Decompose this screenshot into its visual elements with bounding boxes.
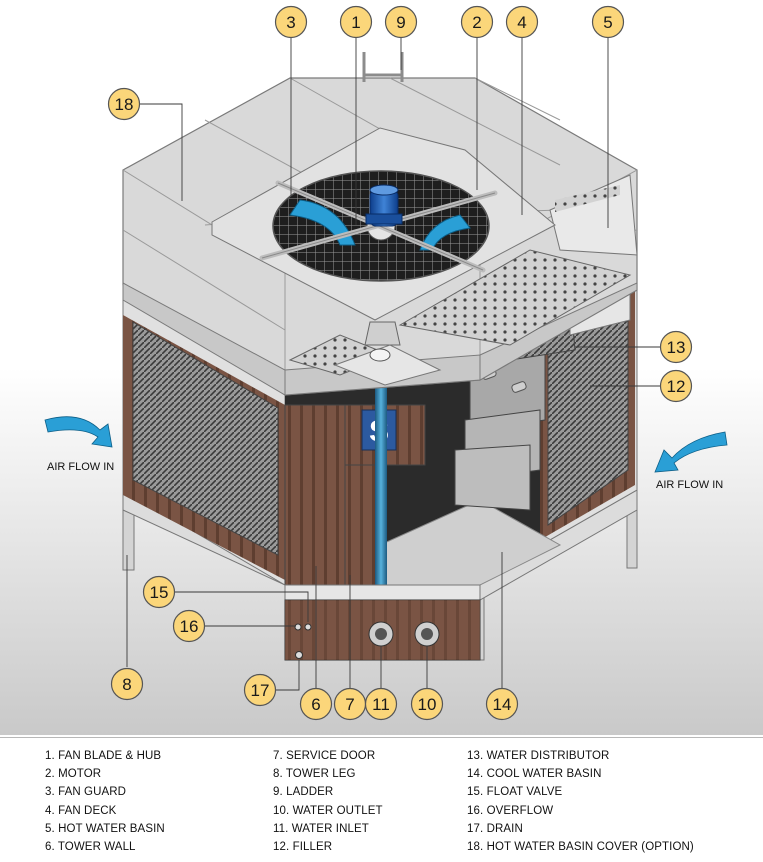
overflow-port [294,623,302,631]
service-door [344,464,381,586]
svg-text:15: 15 [150,583,169,602]
legend-item: 16. OVERFLOW [467,804,554,817]
svg-text:16: 16 [180,617,199,636]
callout-14: 14 [485,687,519,721]
svg-text:10: 10 [418,695,437,714]
drain-port [295,651,303,659]
motor [365,184,403,227]
callout-17: 17 [243,673,277,707]
callout-1: 1 [339,5,373,39]
water-outlet [414,621,440,647]
legend-item: 2. MOTOR [45,768,102,781]
airflow-arrow-right [654,431,728,473]
fan-shaft [375,365,387,585]
callout-9: 9 [384,5,418,39]
legend-item: 3. FAN GUARD [45,786,127,799]
legend-item: 10. WATER OUTLET [273,804,383,817]
airflow-label-right: AIR FLOW IN [656,479,723,491]
svg-text:11: 11 [372,695,390,714]
callout-10: 10 [410,687,444,721]
legend-item: 13. WATER DISTRIBUTOR [467,750,610,762]
svg-text:8: 8 [122,675,131,694]
svg-text:13: 13 [667,338,686,357]
legend-item: 12. FILLER [273,841,333,854]
legend-item: 5. HOT WATER BASIN [45,822,165,835]
svg-text:14: 14 [493,695,512,714]
svg-text:2: 2 [472,13,481,32]
airflow-label-left: AIR FLOW IN [47,461,114,473]
svg-text:4: 4 [517,13,526,32]
parts-legend: 1. FAN BLADE & HUB 2. MOTOR 3. FAN GUARD… [0,737,763,862]
callout-3: 3 [274,5,308,39]
legend-item: 14. COOL WATER BASIN [467,768,602,781]
legend-item: 6. TOWER WALL [45,841,136,854]
legend-item: 1. FAN BLADE & HUB [45,750,162,762]
tower-wall-right [479,282,638,581]
legend-item: 9. LADDER [273,786,334,799]
svg-text:5: 5 [603,13,612,32]
callout-4: 4 [505,5,539,39]
callout-15: 15 [142,575,176,609]
svg-text:6: 6 [311,695,320,714]
float-valve-port [304,623,312,631]
legend-item: 11. WATER INLET [273,822,369,835]
svg-text:1: 1 [351,13,360,32]
legend-item: 7. SERVICE DOOR [273,750,376,762]
water-inlet [368,621,394,647]
callout-16: 16 [172,609,206,643]
callout-12: 12 [659,369,693,403]
callout-5: 5 [591,5,625,39]
callout-11: 11 [364,687,398,721]
legend-column-3: 13. WATER DISTRIBUTOR 14. COOL WATER BAS… [467,747,694,856]
legend-item: 17. DRAIN [467,822,523,835]
callout-8: 8 [110,667,144,701]
leader-lines [126,37,660,691]
tower-wall-left [122,282,286,586]
svg-text:9: 9 [396,13,405,32]
legend-column-2: 7. SERVICE DOOR 8. TOWER LEG 9. LADDER 1… [273,747,383,856]
legend-item: 8. TOWER LEG [273,768,356,781]
callout-13: 13 [659,330,693,364]
callout-7: 7 [333,687,367,721]
hot-water-basin [398,249,632,346]
legend-column-1: 1. FAN BLADE & HUB 2. MOTOR 3. FAN GUARD… [45,747,165,856]
svg-text:18: 18 [115,95,134,114]
callout-2: 2 [460,5,494,39]
legend-item: 15. FLOAT VALVE [467,786,563,799]
ladder [362,52,404,82]
svg-text:17: 17 [251,681,270,700]
legend-item: 4. FAN DECK [45,804,117,817]
legend-item: 18. HOT WATER BASIN COVER (OPTION) [467,841,694,854]
svg-text:12: 12 [667,377,686,396]
svg-text:7: 7 [345,695,354,714]
svg-text:3: 3 [286,13,295,32]
cooling-tower-diagram: S [0,0,763,735]
airflow-arrow-left [44,416,113,448]
callout-6: 6 [299,687,333,721]
callout-18: 18 [107,87,141,121]
